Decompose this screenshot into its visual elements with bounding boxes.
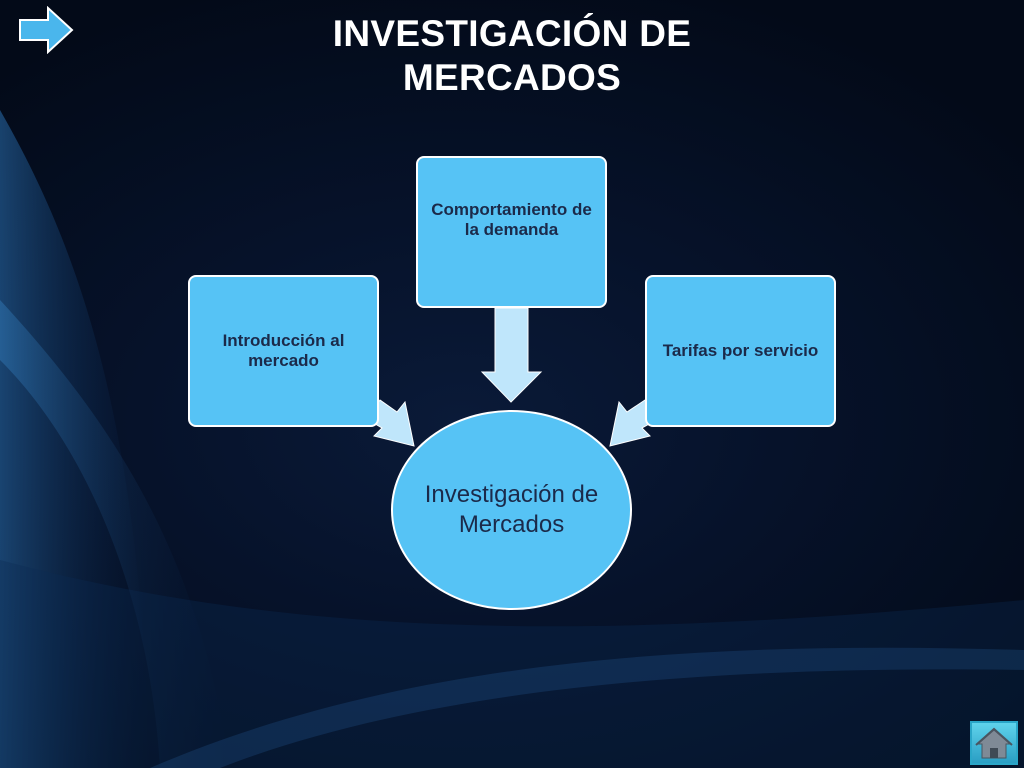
home-button[interactable]	[970, 721, 1018, 765]
slide-title: INVESTIGACIÓN DE MERCADOS	[332, 13, 692, 98]
node-center: Investigación de Mercados	[391, 410, 632, 610]
home-icon	[975, 727, 1013, 759]
arrow-right-icon[interactable]	[18, 6, 74, 54]
node-comportamiento: Comportamiento de la demanda	[416, 156, 607, 308]
node-tarifas: Tarifas por servicio	[645, 275, 836, 427]
arrow-top-to-center	[480, 307, 543, 403]
node-introduccion: Introducción al mercado	[188, 275, 379, 427]
